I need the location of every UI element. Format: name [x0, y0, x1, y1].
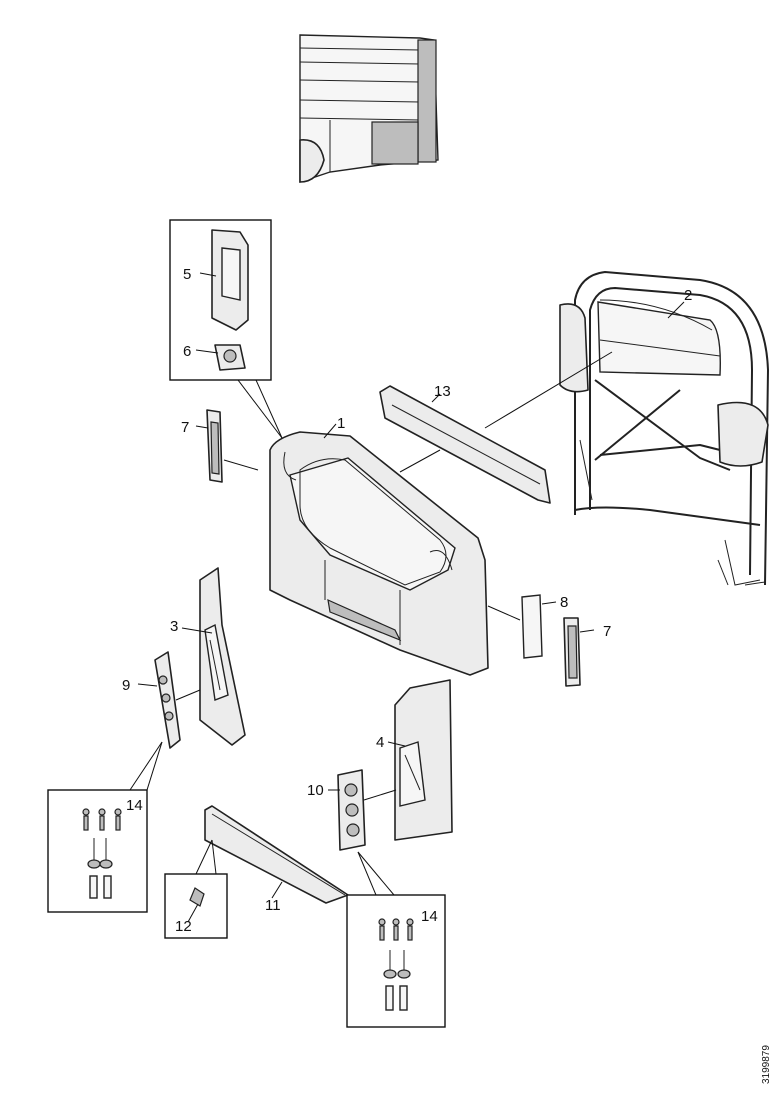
callout-13: 13 — [434, 383, 451, 400]
callout-6: 6 — [183, 343, 191, 360]
inset-box-part-12 — [164, 873, 228, 939]
reference-view-cab-corner — [299, 34, 439, 183]
callout-12: 12 — [175, 918, 192, 935]
callout-9: 9 — [122, 677, 130, 694]
callout-5: 5 — [183, 266, 191, 283]
callout-14-right: 14 — [421, 908, 438, 925]
part-10-right-switch-panel — [337, 769, 366, 851]
part-1-main-panel — [269, 431, 489, 676]
part-4-right-pillar — [394, 679, 453, 841]
part-11-lower-rail — [204, 805, 349, 904]
callout-14-left: 14 — [126, 797, 143, 814]
callout-7-right: 7 — [603, 623, 611, 640]
part-8-insert — [521, 594, 543, 659]
callout-4: 4 — [376, 734, 384, 751]
part-9-left-switch-panel — [154, 651, 181, 749]
part-7-right-vent — [563, 617, 581, 687]
document-id: 3199879 — [761, 1045, 772, 1084]
inset-box-parts-5-6 — [169, 219, 272, 381]
part-13-top-trim — [379, 385, 551, 504]
callout-11: 11 — [265, 897, 281, 914]
leader-lines — [129, 272, 685, 923]
part-3-left-pillar — [199, 567, 246, 746]
callout-8: 8 — [560, 594, 568, 611]
part-2-frame — [559, 271, 769, 586]
inset-box-part-14-right — [346, 894, 446, 1028]
callout-1: 1 — [337, 415, 345, 432]
callout-7-left: 7 — [181, 419, 189, 436]
inset-box-part-14-left — [47, 789, 148, 913]
fasteners-right — [378, 918, 414, 1011]
callout-3: 3 — [170, 618, 178, 635]
callout-labels: 1 2 3 4 5 6 7 7 8 9 10 11 12 13 14 14 — [122, 266, 692, 935]
callout-10: 10 — [307, 782, 324, 799]
part-7-left-vent — [206, 409, 223, 483]
callout-2: 2 — [684, 287, 692, 304]
fasteners-left — [82, 808, 122, 899]
